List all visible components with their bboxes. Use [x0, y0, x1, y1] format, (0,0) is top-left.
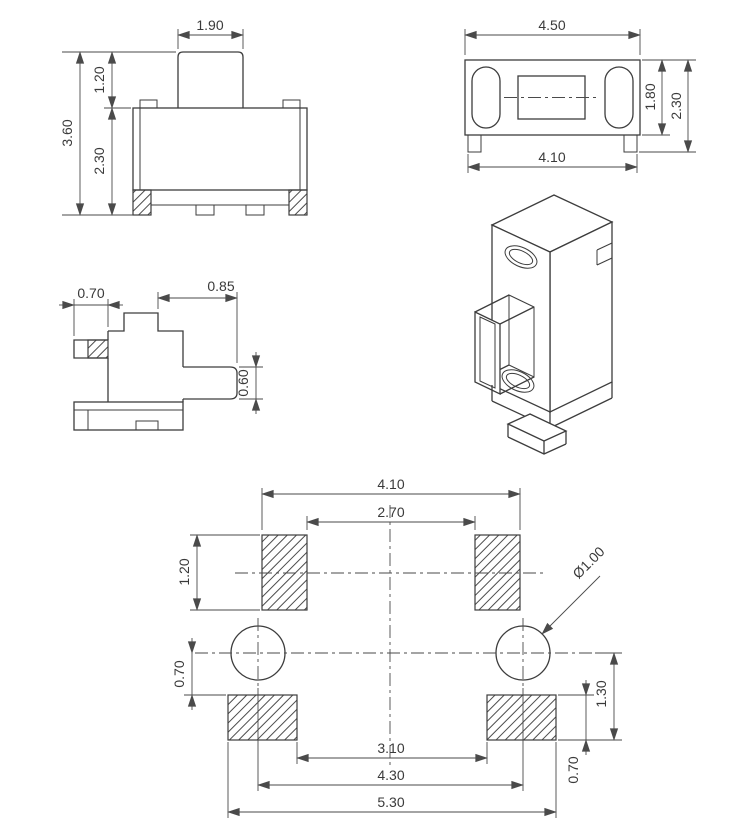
- dim-button-height: 1.20: [91, 66, 107, 93]
- pad-top-left: [261, 534, 308, 611]
- top-oval-left: [471, 66, 501, 129]
- dim-top-width: 4.50: [538, 17, 565, 33]
- dim-pad-inner-span: 2.70: [377, 504, 404, 520]
- side-view: 0.70 0.85 0.60: [59, 278, 263, 431]
- dim-center-to-pad: 0.70: [171, 660, 187, 687]
- dim-center-to-pad-bottom: 1.30: [593, 680, 609, 707]
- dim-body-height: 2.30: [91, 147, 107, 174]
- top-oval-right: [604, 66, 634, 129]
- front-view: 1.90 1.20 3.60 2.30: [59, 17, 308, 216]
- dim-bottom-pad-height: 0.70: [565, 756, 581, 783]
- dim-side-button-height: 0.60: [235, 369, 251, 396]
- isometric-view: [474, 194, 614, 455]
- dim-bottom-outer-span: 5.30: [377, 794, 404, 810]
- front-foot-right: [245, 204, 265, 216]
- front-section-block-left: [132, 189, 152, 216]
- pad-bottom-left: [227, 694, 298, 741]
- pad-bottom-right: [486, 694, 557, 741]
- dim-button-offset: 0.85: [207, 278, 234, 294]
- top-view-dimensions: 4.50 1.80 2.30 4.10: [464, 17, 696, 173]
- dim-feet-span: 4.10: [538, 149, 565, 165]
- land-pattern-view: 4.10 2.70 1.20 0.70 Ø1.00 1.30 0.70 3.10…: [171, 476, 622, 818]
- top-view-part: [464, 59, 641, 153]
- dim-hole-diameter: Ø1.00: [569, 543, 607, 581]
- side-base: [73, 401, 184, 431]
- iso-right-face: [549, 220, 613, 414]
- top-foot-left: [467, 134, 482, 153]
- front-button: [177, 51, 244, 108]
- front-top-tab-right: [282, 99, 301, 109]
- front-top-tab-left: [139, 99, 158, 109]
- iso-step-notch: [596, 242, 613, 266]
- side-section-block: [87, 339, 109, 359]
- iso-button: [474, 294, 535, 396]
- dim-bottom-inner-span: 3.10: [377, 740, 404, 756]
- dim-hole-span: 4.30: [377, 767, 404, 783]
- front-body: [132, 107, 308, 191]
- top-foot-right: [623, 134, 638, 153]
- dim-button-width: 1.90: [196, 17, 223, 33]
- land-pattern-part: [195, 505, 612, 768]
- dim-slot-height: 1.80: [642, 83, 658, 110]
- iso-base: [491, 382, 613, 455]
- dim-pad-outer-span: 4.10: [377, 476, 404, 492]
- front-section-block-right: [288, 189, 308, 216]
- side-button: [182, 366, 238, 402]
- side-view-dimensions: 0.70 0.85 0.60: [59, 278, 263, 414]
- top-body: [464, 59, 641, 136]
- dim-total-height: 3.60: [59, 119, 75, 146]
- dim-pad-height: 1.20: [176, 558, 192, 585]
- iso-oval-top: [504, 245, 538, 269]
- front-view-dimensions: 1.90 1.20 3.60 2.30: [59, 17, 244, 216]
- front-view-part: [132, 51, 308, 216]
- top-view: 4.50 1.80 2.30 4.10: [464, 17, 696, 173]
- hole-leader-line: [541, 575, 601, 635]
- dim-top-height: 2.30: [668, 92, 684, 119]
- side-view-part: [73, 312, 238, 431]
- pad-top-right: [474, 534, 521, 611]
- dim-flange-width: 0.70: [77, 285, 104, 301]
- front-foot-left: [195, 204, 215, 216]
